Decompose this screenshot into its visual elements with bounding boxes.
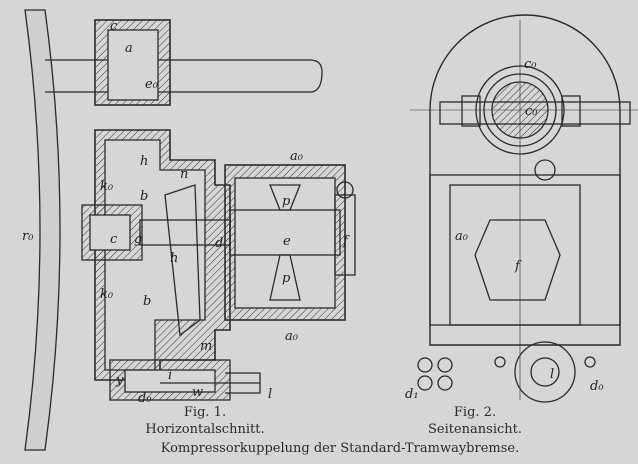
figure-1-title: Horizontalschnitt. — [145, 422, 265, 437]
label-g: g — [134, 232, 142, 247]
label-m: m — [200, 339, 212, 354]
figure-1-horizontal-section — [24, 9, 356, 451]
label-a: a — [125, 41, 133, 56]
label-d: d — [215, 236, 223, 251]
label-b-top: b — [140, 189, 148, 204]
label-h2: h — [170, 251, 178, 266]
label-l-fig2: l — [550, 367, 554, 382]
label-h: h — [140, 154, 148, 169]
label-e0: e₀ — [145, 77, 159, 92]
label-c: c — [110, 19, 118, 34]
label-y: y — [115, 373, 124, 388]
figure-1-number: Fig. 1. — [183, 405, 227, 420]
label-i: i — [168, 368, 172, 383]
label-p-bot: p — [282, 271, 291, 286]
label-l: l — [268, 387, 272, 402]
label-e: e — [283, 234, 291, 249]
label-d0: d₀ — [138, 391, 152, 406]
label-c0-shaft: c₀ — [525, 104, 538, 119]
figure-2-title: Seitenansicht. — [427, 422, 522, 437]
label-d0-fig2: d₀ — [590, 379, 604, 394]
label-f-fig2: f — [514, 259, 522, 274]
figure-2-side-view — [410, 14, 638, 403]
label-b-bot: b — [143, 294, 151, 309]
label-k0-bot: k₀ — [100, 287, 114, 302]
figure-caption: Kompressorkuppelung der Standard-Tramway… — [160, 441, 520, 456]
label-f: f — [342, 234, 350, 249]
label-k0-top: k₀ — [100, 179, 114, 194]
label-w: w — [192, 385, 203, 400]
label-c-hub: c — [110, 232, 118, 247]
label-r0: r₀ — [22, 229, 34, 244]
label-a0-fig2: a₀ — [455, 229, 469, 244]
figure-2-number: Fig. 2. — [453, 405, 497, 420]
label-n: n — [180, 167, 188, 182]
label-a0-top: a₀ — [290, 149, 304, 164]
label-a0-bot: a₀ — [285, 329, 299, 344]
label-d1: d₁ — [405, 387, 419, 402]
label-p-top: p — [282, 194, 291, 209]
label-c0-top: c₀ — [524, 57, 537, 72]
